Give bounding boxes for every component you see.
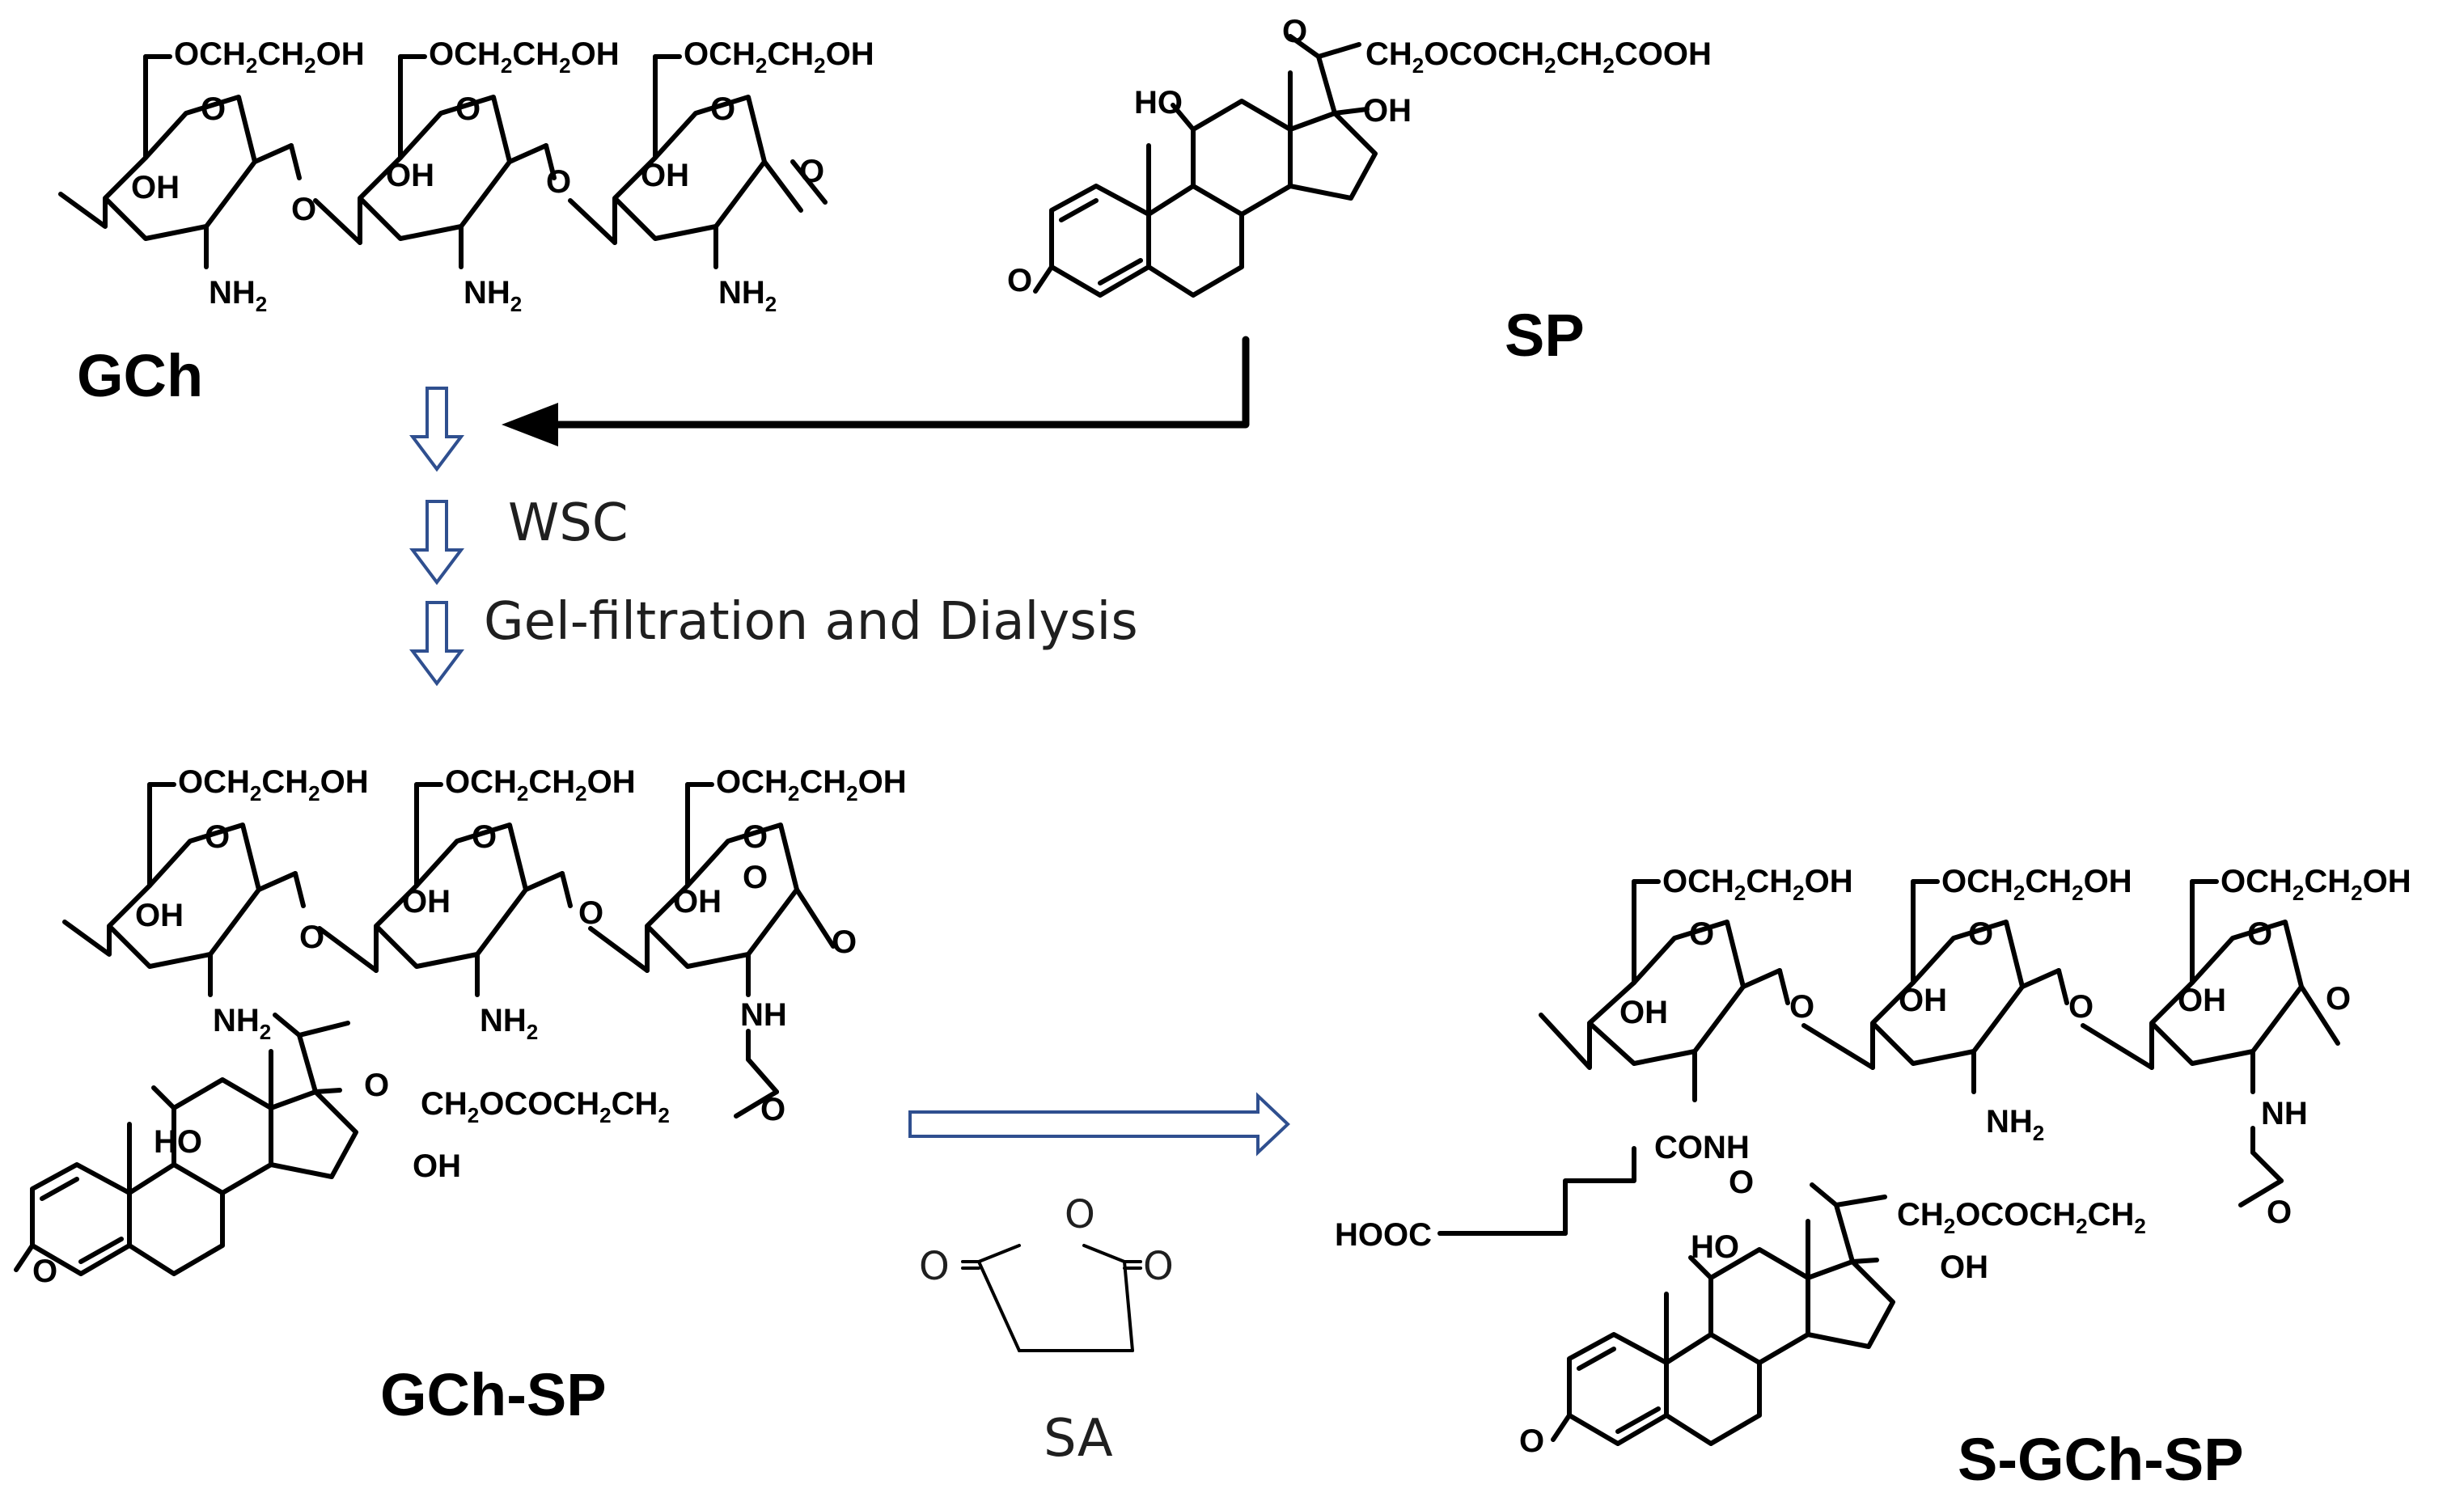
svg-text:CONH: CONH <box>1654 1130 1750 1165</box>
svg-text:OH: OH <box>1899 983 1947 1018</box>
svg-text:O: O <box>205 819 230 855</box>
svg-text:CH2OCOCH2CH2: CH2OCOCH2CH2 <box>421 1086 670 1127</box>
svg-text:O: O <box>1968 916 1993 952</box>
svg-text:O: O <box>2068 989 2094 1025</box>
svg-text:O: O <box>799 154 824 189</box>
svg-text:O: O <box>1065 1192 1095 1237</box>
svg-text:O: O <box>32 1254 57 1289</box>
svg-text:O: O <box>2267 1195 2292 1230</box>
wsc-label: WSC <box>508 493 629 553</box>
svg-text:HO: HO <box>1691 1229 1739 1265</box>
svg-text:OH: OH <box>131 170 180 205</box>
svg-text:O: O <box>455 91 481 127</box>
svg-text:NH: NH <box>2261 1096 2308 1131</box>
step-arrow-2 <box>409 500 464 586</box>
sa-structure: O O O SA <box>919 1192 1174 1469</box>
sgchsp-steroid <box>1551 1182 1895 1446</box>
svg-text:O: O <box>743 860 768 895</box>
svg-text:OCH2CH2OH: OCH2CH2OH <box>684 36 874 78</box>
svg-text:OH: OH <box>1363 93 1412 129</box>
svg-text:O: O <box>1143 1244 1174 1289</box>
sgchsp-atom-labels: OCH2CH2OH OCH2CH2OH OCH2CH2OH O O O OH O… <box>1335 864 2411 1459</box>
svg-text:O: O <box>710 91 735 127</box>
svg-text:NH: NH <box>740 997 787 1033</box>
svg-text:O: O <box>760 1092 785 1127</box>
svg-text:O: O <box>291 192 316 227</box>
sp-atom-labels: O HO O OH CH2OCOCH2CH2COOH <box>1007 14 1712 298</box>
svg-text:OCH2CH2OH: OCH2CH2OH <box>174 36 365 78</box>
svg-text:CH2OCOCH2CH2: CH2OCOCH2CH2 <box>1897 1197 2146 1238</box>
svg-text:OH: OH <box>386 158 434 193</box>
gchsp-structure: OCH2CH2OH OCH2CH2OH OCH2CH2OH O O O O OH… <box>14 764 907 1428</box>
svg-text:O: O <box>832 924 857 960</box>
svg-text:OH: OH <box>673 884 722 920</box>
svg-text:OCH2CH2OH: OCH2CH2OH <box>1941 864 2132 905</box>
gchsp-backbone <box>62 782 836 1119</box>
svg-text:O: O <box>1007 263 1032 298</box>
svg-text:NH2: NH2 <box>213 1003 271 1044</box>
svg-text:O: O <box>578 895 603 931</box>
svg-text:O: O <box>546 164 571 200</box>
svg-text:OH: OH <box>135 898 184 933</box>
svg-text:HOOC: HOOC <box>1335 1217 1432 1253</box>
svg-text:CH2OCOCH2CH2COOH: CH2OCOCH2CH2COOH <box>1365 36 1712 78</box>
sp-to-reaction-arrow <box>502 336 1250 446</box>
svg-text:O: O <box>1729 1165 1754 1200</box>
svg-text:OH: OH <box>1940 1250 1988 1285</box>
svg-text:OH: OH <box>2178 983 2226 1018</box>
svg-text:OCH2CH2OH: OCH2CH2OH <box>445 764 636 806</box>
svg-text:HO: HO <box>154 1124 202 1160</box>
sgchsp-structure: OCH2CH2OH OCH2CH2OH OCH2CH2OH O O O OH O… <box>1335 864 2411 1493</box>
svg-text:NH2: NH2 <box>480 1003 538 1044</box>
step-arrow-3 <box>409 601 464 687</box>
svg-text:O: O <box>1689 916 1714 952</box>
svg-text:HO: HO <box>1134 85 1183 121</box>
sa-label: SA <box>1044 1409 1113 1469</box>
step-arrows <box>409 387 464 687</box>
svg-text:OCH2CH2OH: OCH2CH2OH <box>429 36 620 78</box>
svg-text:O: O <box>299 920 324 955</box>
sp-label: SP <box>1505 302 1585 369</box>
svg-text:OH: OH <box>402 884 451 920</box>
svg-text:OH: OH <box>1619 995 1668 1030</box>
step-arrow-1 <box>409 387 464 472</box>
svg-text:O: O <box>2247 916 2272 952</box>
gch-unit-1 <box>58 54 302 269</box>
svg-text:OH: OH <box>413 1148 461 1184</box>
svg-text:OCH2CH2OH: OCH2CH2OH <box>2221 864 2411 905</box>
svg-text:NH2: NH2 <box>1986 1104 2044 1145</box>
gchsp-atom-labels: OCH2CH2OH OCH2CH2OH OCH2CH2OH O O O O OH… <box>32 764 907 1289</box>
svg-text:O: O <box>1519 1423 1544 1459</box>
gchsp-steroid <box>14 1013 358 1276</box>
purification-label: Gel-filtration and Dialysis <box>484 592 1138 652</box>
svg-text:O: O <box>472 819 497 855</box>
svg-text:O: O <box>364 1068 389 1103</box>
svg-text:O: O <box>1789 989 1814 1025</box>
svg-text:O: O <box>201 91 226 127</box>
svg-text:OCH2CH2OH: OCH2CH2OH <box>1662 864 1853 905</box>
gch-label: GCh <box>77 342 203 409</box>
svg-text:OCH2CH2OH: OCH2CH2OH <box>716 764 907 806</box>
svg-text:NH2: NH2 <box>209 275 267 316</box>
sp-steroid-core <box>1033 34 1378 298</box>
gch-structure: OCH2CH2OH OCH2CH2OH OCH2CH2OH O O O OH O… <box>58 36 874 409</box>
sgchsp-label: S-GCh-SP <box>1958 1426 2244 1493</box>
gchsp-to-sgchsp-arrow <box>908 1092 1290 1157</box>
sp-structure: O HO O OH CH2OCOCH2CH2COOH SP <box>1007 14 1712 369</box>
svg-text:O: O <box>743 819 768 855</box>
svg-text:O: O <box>919 1244 950 1289</box>
svg-text:NH2: NH2 <box>718 275 777 316</box>
gch-unit-2 <box>313 54 557 269</box>
svg-text:O: O <box>1282 14 1307 49</box>
gch-unit-3 <box>568 54 828 269</box>
sgchsp-backbone <box>1539 879 2340 1236</box>
svg-text:NH2: NH2 <box>464 275 522 316</box>
gchsp-label: GCh-SP <box>380 1361 607 1428</box>
svg-text:OH: OH <box>641 158 689 193</box>
svg-text:OCH2CH2OH: OCH2CH2OH <box>178 764 369 806</box>
svg-text:O: O <box>2326 981 2351 1017</box>
